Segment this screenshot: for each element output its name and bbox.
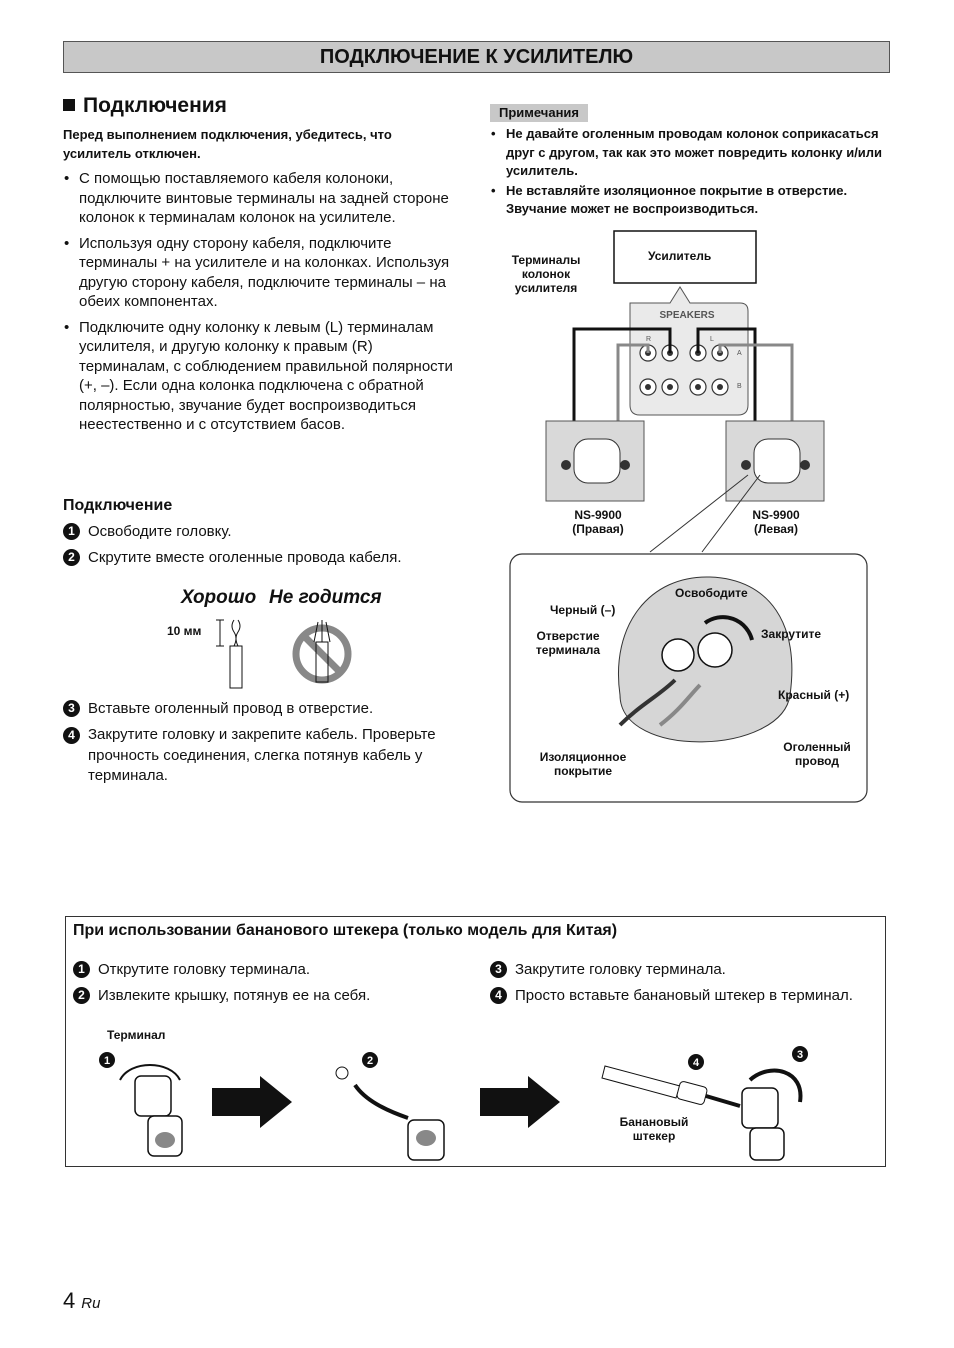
connections-intro: Перед выполнением подключения, убедитесь… — [63, 127, 392, 161]
terminal-label: Терминал — [107, 1028, 166, 1042]
step-number-icon: 4 — [490, 987, 507, 1004]
list-item: Не вставляйте изоляционное покрытие в от… — [490, 182, 890, 219]
step-number-icon: 3 — [490, 961, 507, 978]
banana-title: При использовании бананового штекера (то… — [73, 922, 618, 939]
loosen-arrow-icon — [119, 1064, 181, 1081]
binding-post-icon — [661, 632, 733, 672]
step-1-marker: 1 — [104, 1055, 110, 1067]
step-2-marker: 2 — [367, 1055, 373, 1067]
procedure-step-4: 4 Закрутите головку и закрепите кабель. … — [63, 725, 443, 787]
cap-icon — [335, 1066, 349, 1080]
good-label: Хорошо — [181, 587, 257, 608]
length-label: 10 мм — [167, 624, 202, 638]
tighten-arrow-icon — [703, 615, 754, 641]
amplifier-label: Усилитель — [648, 249, 712, 263]
list-item: Подключите одну колонку к левым (L) терм… — [63, 318, 463, 435]
bare-wire-label: Оголенный провод — [783, 740, 851, 768]
banana-plug-box — [65, 916, 886, 1167]
connections-bullet-list: С помощью поставляемого кабеля колоноки,… — [63, 169, 463, 441]
step-3-marker: 3 — [797, 1049, 803, 1061]
panel-r-label: R — [646, 336, 651, 343]
twisted-wire-icon — [216, 619, 243, 689]
terminal-hole-label: Отверстие терминала — [535, 629, 601, 657]
list-item: Не давайте оголенным проводам колонок со… — [490, 125, 890, 181]
insulation-label: Изоляционное покрытие — [539, 750, 627, 778]
list-item: С помощью поставляемого кабеля колоноки,… — [63, 169, 463, 228]
banana-plug-label: Банановый штекер — [619, 1115, 689, 1143]
connection-diagram: SPEAKERS R L A B — [509, 230, 868, 803]
connections-heading: Подключения — [63, 94, 227, 118]
step-number-icon: 3 — [63, 700, 80, 717]
left-speaker-label: NS-9900(Левая) — [752, 508, 800, 536]
panel-l-label: L — [710, 336, 714, 343]
bad-label: Не годится — [269, 587, 382, 608]
procedure-heading: Подключение — [63, 497, 173, 514]
panel-b-label: B — [737, 383, 742, 390]
loosen-label: Освободите — [675, 586, 748, 600]
right-speaker-label: NS-9900(Правая) — [572, 508, 624, 536]
prohibited-icon — [292, 620, 352, 684]
step-number-icon — [792, 1046, 808, 1062]
speakers-panel-label: SPEAKERS — [659, 310, 714, 321]
list-item: Используя одну сторону кабеля, подключит… — [63, 234, 463, 312]
step-number-icon — [99, 1052, 115, 1068]
speaker-terminal-icon — [741, 438, 810, 484]
panel-a-label: A — [737, 350, 742, 357]
square-bullet-icon — [63, 99, 75, 111]
step-number-icon: 1 — [63, 523, 80, 540]
binding-post-icon — [134, 1075, 183, 1157]
black-terminal-label: Черный (–) — [550, 603, 616, 617]
banana-plug-icon — [601, 1065, 741, 1108]
binding-post-icon — [741, 1087, 785, 1161]
red-terminal-label: Красный (+) — [778, 688, 850, 702]
tighten-arrow-icon — [748, 1068, 803, 1103]
pull-arrow-icon — [353, 1083, 409, 1120]
step-number-icon: 2 — [63, 549, 80, 566]
banana-plug-illustration: 1 2 4 3 — [99, 1046, 808, 1161]
notes-list: Не давайте оголенным проводам колонок со… — [490, 125, 890, 220]
step-number-icon: 1 — [73, 961, 90, 978]
step-number-icon — [362, 1052, 378, 1068]
tighten-label: Закрутите — [761, 627, 821, 641]
section-title: ПОДКЛЮЧЕНИЕ К УСИЛИТЕЛЮ — [319, 46, 634, 68]
arrow-right-icon — [212, 1076, 292, 1128]
wire-twist-illustration — [216, 619, 352, 689]
step-number-icon — [688, 1054, 704, 1070]
speaker-terminal-icon — [561, 438, 630, 484]
section-title-bar: ПОДКЛЮЧЕНИЕ К УСИЛИТЕЛЮ — [63, 41, 890, 73]
step-number-icon: 4 — [63, 727, 80, 744]
amplifier-box — [613, 230, 757, 284]
arrow-right-icon — [480, 1076, 560, 1128]
binding-post-icon — [407, 1119, 445, 1161]
amp-terminals-label: Терминалы колонок усилителя — [511, 253, 581, 295]
notes-tag: Примечания — [490, 104, 589, 122]
step-4-marker: 4 — [693, 1057, 700, 1069]
step-number-icon: 2 — [73, 987, 90, 1004]
